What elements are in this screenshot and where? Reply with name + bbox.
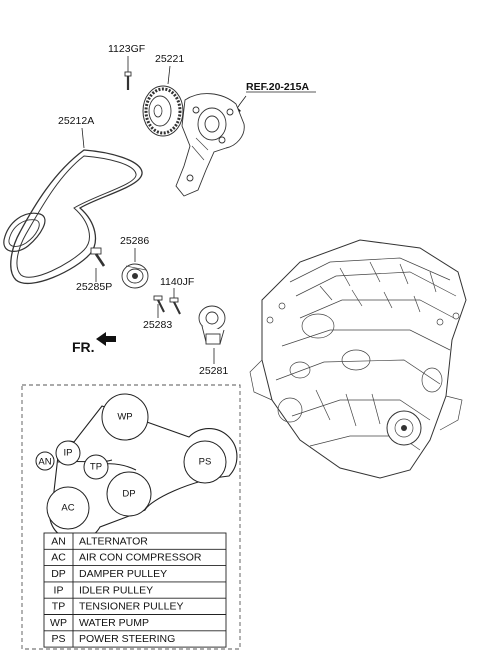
legend-name: DAMPER PULLEY bbox=[79, 568, 167, 580]
pulley-ip-label: IP bbox=[64, 448, 73, 459]
legend-name: IDLER PULLEY bbox=[79, 584, 153, 596]
label-1140jf: 1140JF bbox=[160, 276, 194, 288]
label-ref: REF.20-215A bbox=[246, 81, 309, 93]
tensioner-bolts bbox=[153, 295, 181, 315]
legend-code: AN bbox=[51, 535, 66, 547]
legend-name: WATER PUMP bbox=[79, 617, 149, 629]
front-arrow-icon bbox=[96, 332, 116, 346]
label-25283: 25283 bbox=[143, 319, 172, 331]
pulley-ip: IP bbox=[55, 440, 81, 466]
engine-assembly bbox=[249, 239, 467, 479]
pulley-dp-label: DP bbox=[122, 489, 135, 500]
label-25281: 25281 bbox=[199, 365, 228, 377]
pulley-wp-label: WP bbox=[117, 412, 132, 423]
idler-bolt bbox=[90, 247, 106, 267]
legend-code: TP bbox=[52, 601, 65, 613]
pulley-ps: PS bbox=[183, 440, 227, 484]
label-25285p: 25285P bbox=[76, 281, 112, 293]
legend-table: AN ALTERNATOR AC AIR CON COMPRESSOR DP DAMPER… bbox=[43, 532, 227, 648]
pulley-ps-label: PS bbox=[199, 457, 212, 468]
pulley-an-label: AN bbox=[38, 457, 51, 468]
legend-name: AIR CON COMPRESSOR bbox=[79, 552, 202, 564]
legend-code: IP bbox=[54, 584, 64, 596]
water-pump-housing bbox=[175, 93, 245, 197]
belt-routing-frame bbox=[21, 384, 241, 650]
label-25221: 25221 bbox=[155, 53, 184, 65]
pulley-tp-label: TP bbox=[90, 462, 102, 473]
legend-code: PS bbox=[51, 633, 65, 645]
legend-code: DP bbox=[51, 568, 66, 580]
tensioner-assembly bbox=[198, 305, 226, 345]
pulley-an: AN bbox=[35, 451, 55, 471]
label-25286: 25286 bbox=[120, 235, 149, 247]
water-pump-pulley bbox=[142, 85, 184, 137]
legend-code: AC bbox=[51, 552, 66, 564]
label-1123gf: 1123GF bbox=[108, 43, 145, 55]
pulley-wp: WP bbox=[101, 393, 149, 441]
front-label: FR. bbox=[72, 339, 95, 355]
legend-code: WP bbox=[50, 617, 67, 629]
legend-frame bbox=[43, 532, 227, 648]
legend-name: ALTERNATOR bbox=[79, 535, 148, 547]
pulley-dp: DP bbox=[106, 471, 152, 517]
pulley-ac-label: AC bbox=[61, 503, 74, 514]
bolt-1123gf bbox=[124, 71, 132, 90]
legend-name: TENSIONER PULLEY bbox=[79, 601, 183, 613]
pulley-tp: TP bbox=[83, 454, 109, 480]
label-25212a: 25212A bbox=[58, 115, 94, 127]
drive-belt bbox=[3, 149, 143, 285]
idler-pulley bbox=[121, 263, 149, 289]
pulley-ac: AC bbox=[46, 486, 90, 530]
legend-name: POWER STEERING bbox=[79, 633, 175, 645]
